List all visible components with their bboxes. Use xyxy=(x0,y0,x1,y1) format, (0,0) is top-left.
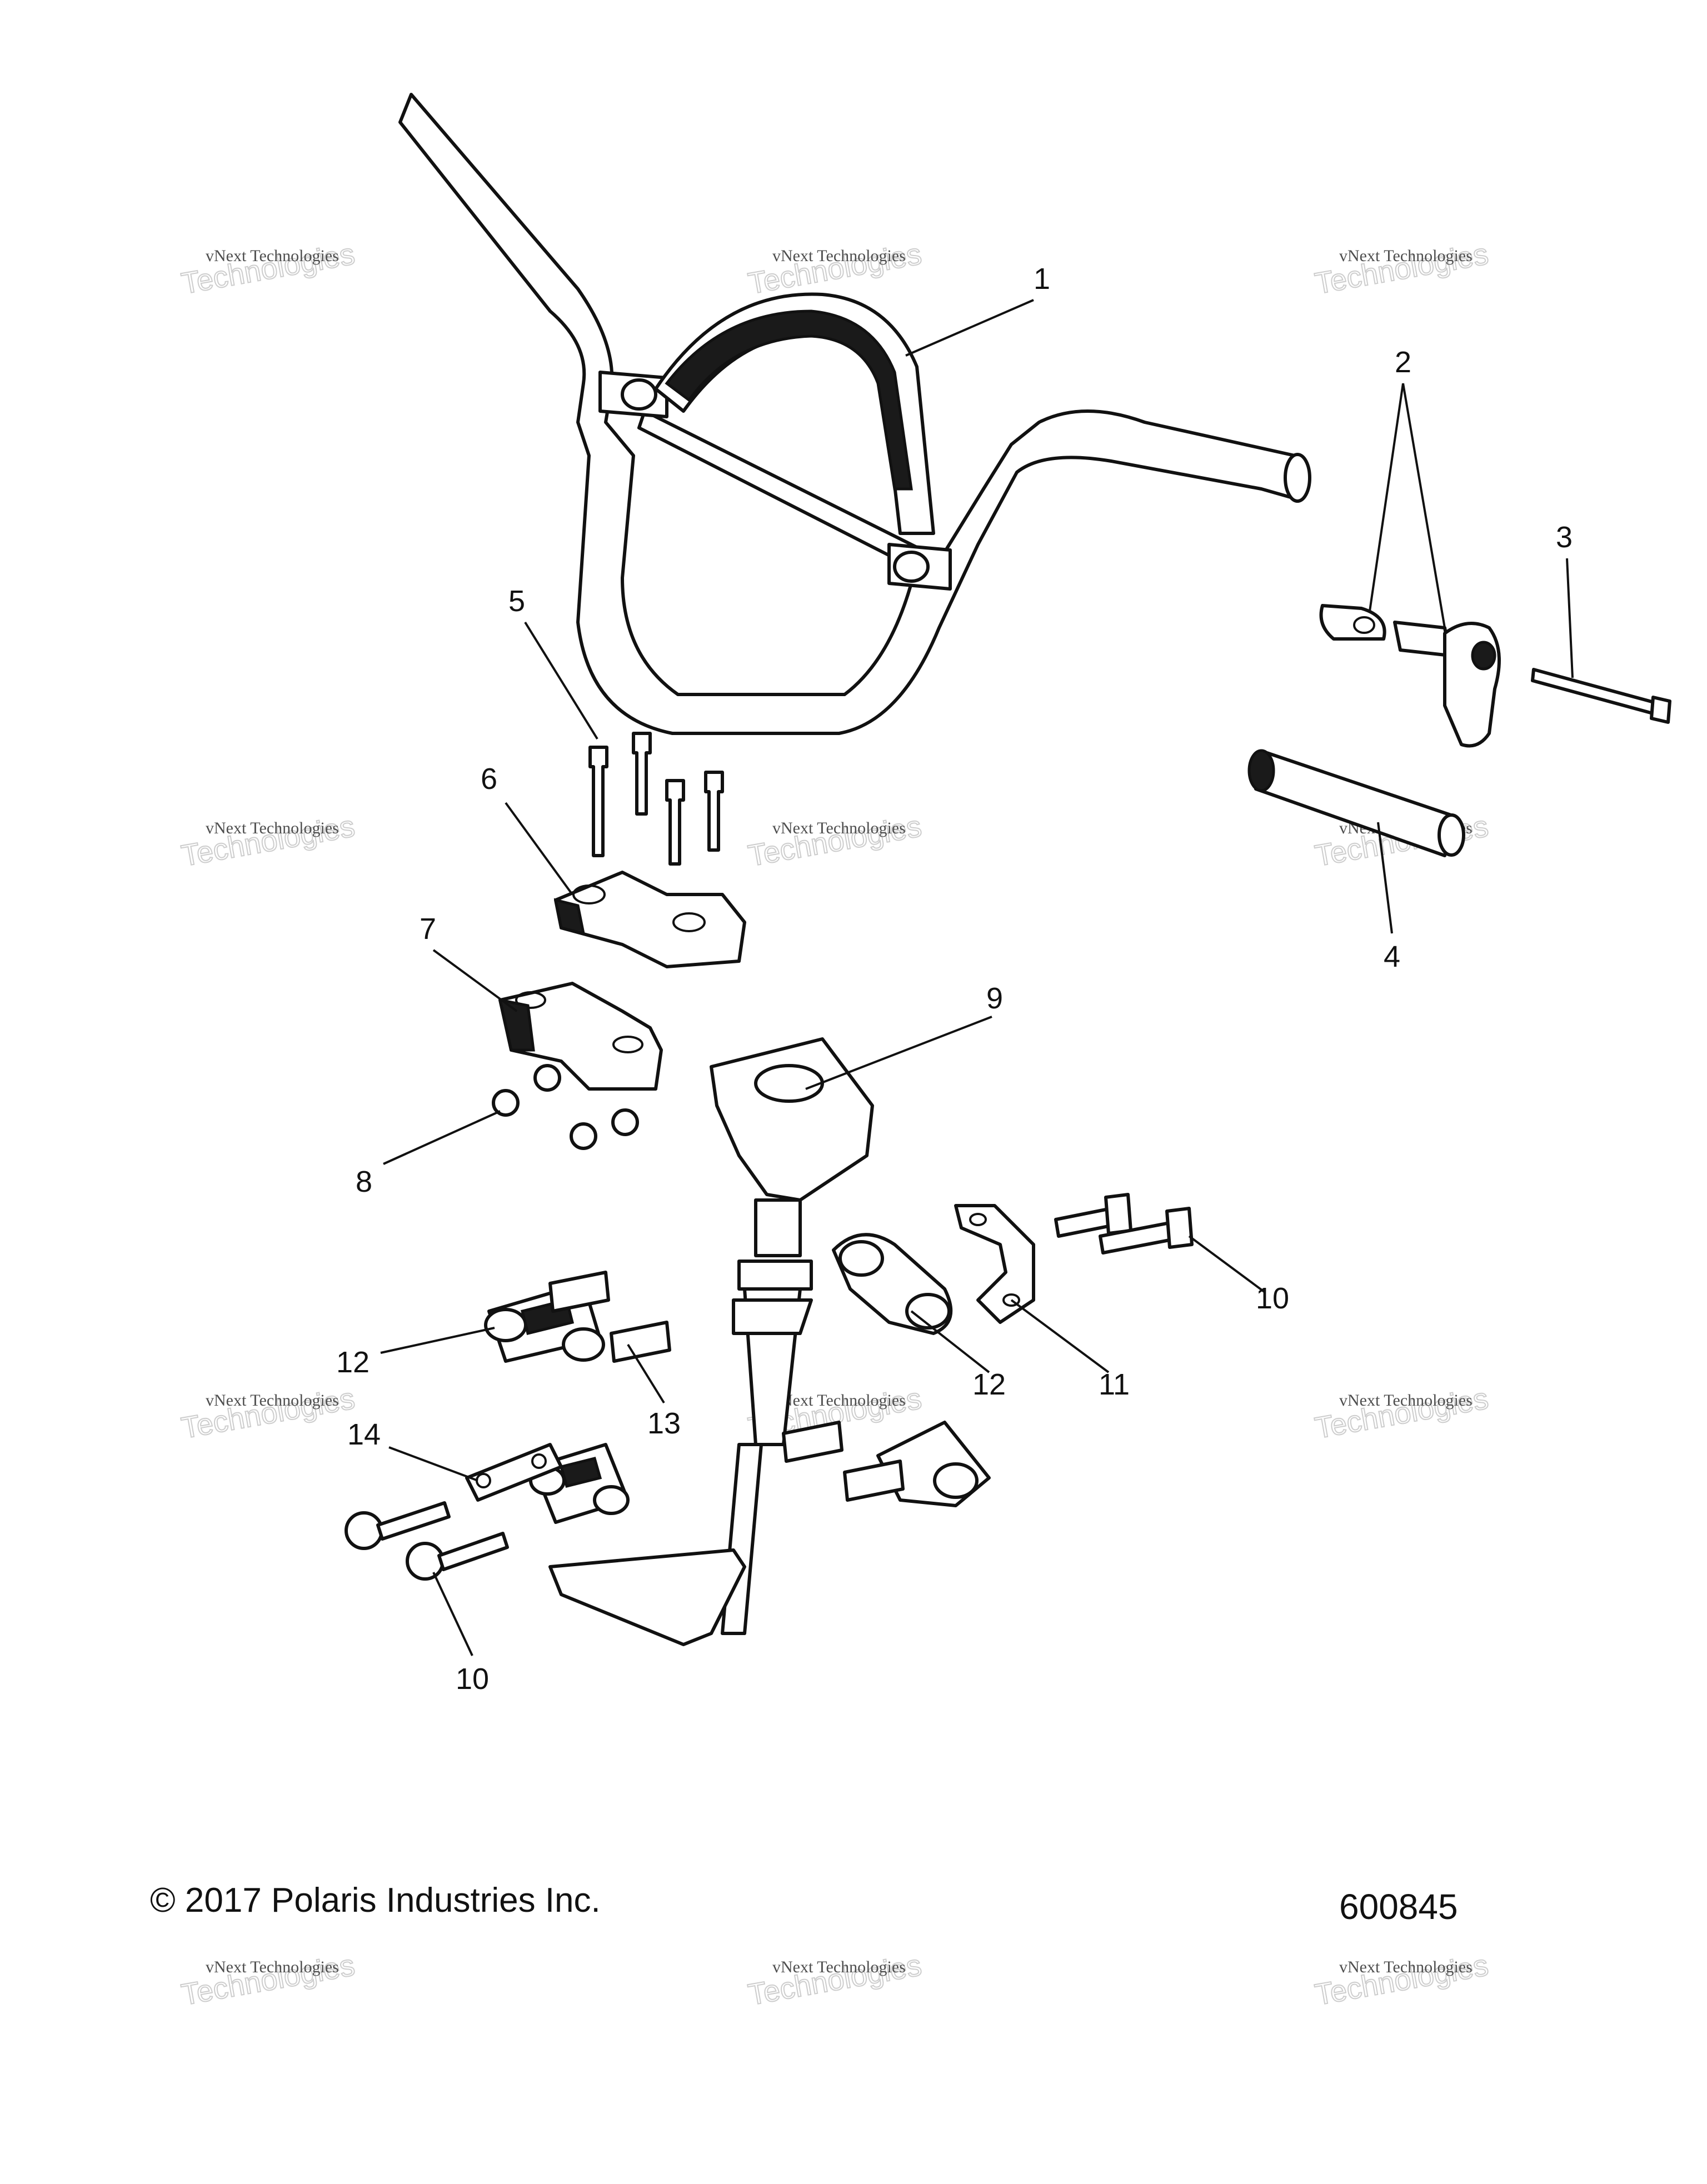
leader-6 xyxy=(505,802,573,896)
callout-6: 6 xyxy=(481,762,497,796)
watermark-text: vNext Technologies xyxy=(206,247,339,265)
part-13-bushings xyxy=(548,1271,905,1502)
watermark: Technologies vNext Technologies xyxy=(178,809,358,873)
leader-13 xyxy=(627,1343,665,1404)
callout-9: 9 xyxy=(986,982,1003,1015)
leader-12-right xyxy=(910,1310,990,1373)
leader-14 xyxy=(388,1446,478,1482)
leader-12-left xyxy=(380,1327,495,1354)
leader-3 xyxy=(1566,558,1574,678)
watermark-text: vNext Technologies xyxy=(1339,247,1473,265)
callout-4: 4 xyxy=(1384,940,1400,973)
part-7-lower-clamp xyxy=(498,982,663,1091)
callout-13: 13 xyxy=(647,1407,681,1440)
watermark-text: vNext Technologies xyxy=(772,1958,906,1976)
leader-2b xyxy=(1402,383,1446,628)
leader-9 xyxy=(805,1016,992,1090)
part-5-bolts xyxy=(588,732,724,866)
watermark-text: vNext Technologies xyxy=(206,1958,339,1976)
leader-2a xyxy=(1369,383,1404,612)
watermark-text: vNext Technologies xyxy=(772,247,906,265)
callout-12-left: 12 xyxy=(336,1346,370,1379)
watermark-text: vNext Technologies xyxy=(206,1391,339,1410)
part-12-bearing-block-upper xyxy=(832,1233,953,1335)
part-14-link-plate xyxy=(465,1443,563,1502)
part-4-grip xyxy=(1247,749,1465,857)
part-2-throttle xyxy=(1319,604,1501,748)
watermark-text: vNext Technologies xyxy=(206,819,339,837)
part-3-screw xyxy=(1531,668,1671,724)
part-6-upper-clamp xyxy=(553,871,746,968)
figure-number: 600845 xyxy=(1339,1887,1458,1927)
watermark-text: vNext Technologies xyxy=(1339,1391,1473,1410)
part-12-bearing-block-right xyxy=(876,1421,991,1507)
watermark: Technologies vNext Technologies xyxy=(178,1381,358,1446)
callout-14: 14 xyxy=(347,1418,381,1451)
callouts: 1 2 3 4 5 6 7 8 9 10 11 12 13 14 10 12 xyxy=(336,262,1573,1696)
copyright-text: © 2017 Polaris Industries Inc. xyxy=(150,1881,601,1920)
watermark-text: vNext Technologies xyxy=(1339,1958,1473,1976)
leader-10-left xyxy=(432,1572,473,1656)
part-8-nuts xyxy=(492,1064,639,1150)
callout-2: 2 xyxy=(1395,346,1411,379)
leader-8 xyxy=(383,1110,501,1165)
part-10-bolts-right xyxy=(1054,1193,1194,1255)
callout-12-right: 12 xyxy=(972,1368,1006,1401)
leader-lines xyxy=(380,299,1574,1656)
watermark: Technologies vNext Technologies xyxy=(178,1948,358,2012)
part-9-steering-post xyxy=(548,1037,874,1646)
watermark-text: vNext Technologies xyxy=(772,819,906,837)
watermark: Technologies vNext Technologies xyxy=(1312,1948,1491,2012)
callout-7: 7 xyxy=(420,912,436,946)
leader-10-right xyxy=(1188,1235,1265,1293)
leader-4 xyxy=(1377,822,1393,934)
leader-5 xyxy=(524,621,598,740)
leader-7 xyxy=(432,949,518,1012)
callout-1: 1 xyxy=(1034,262,1050,296)
watermark-text: vNext Technologies xyxy=(772,1391,906,1410)
watermark: Technologies vNext Technologies xyxy=(745,237,925,301)
callout-3: 3 xyxy=(1556,521,1573,554)
part-10-bolts-left xyxy=(345,1501,509,1581)
watermark: Technologies vNext Technologies xyxy=(1312,237,1491,301)
callout-10-right: 10 xyxy=(1256,1282,1289,1315)
leader-11 xyxy=(1010,1299,1110,1373)
part-11-bracket xyxy=(954,1204,1035,1324)
watermark: Technologies vNext Technologies xyxy=(178,237,358,301)
leader-1 xyxy=(905,299,1034,357)
part-1-handlebar xyxy=(398,93,1311,735)
watermark: Technologies vNext Technologies xyxy=(1312,1381,1491,1446)
watermark: Technologies vNext Technologies xyxy=(745,809,925,873)
watermark: Technologies vNext Technologies xyxy=(745,1948,925,2012)
callout-11: 11 xyxy=(1099,1368,1130,1401)
callout-10-left: 10 xyxy=(456,1662,489,1696)
callout-5: 5 xyxy=(508,584,525,618)
callout-8: 8 xyxy=(356,1165,372,1198)
